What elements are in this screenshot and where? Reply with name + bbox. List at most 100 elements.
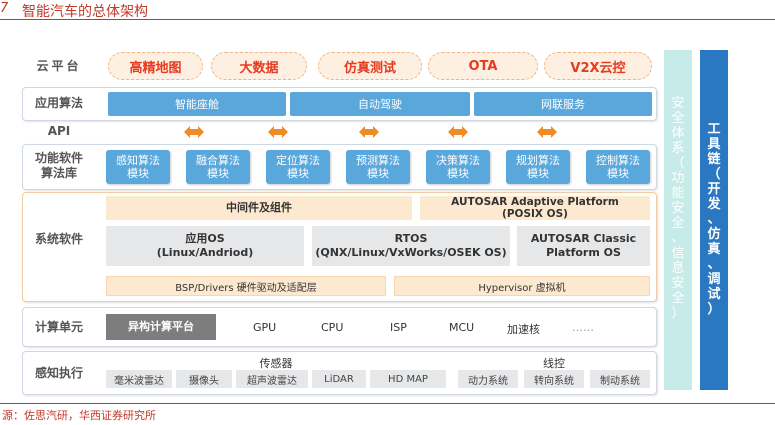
vertical-label-char: （ xyxy=(707,167,721,182)
autosar-adaptive-box: AUTOSAR Adaptive Platform (POSIX OS) xyxy=(420,196,650,220)
vertical-label-char: 安 xyxy=(671,96,685,111)
cloud-item: OTA xyxy=(428,52,538,80)
row-label-cloud: 云平台 xyxy=(36,59,82,73)
app-item: 自动驾驶 xyxy=(290,92,470,116)
row-label-line: 算法库 xyxy=(40,166,77,180)
sensor-item: 毫米波雷达 xyxy=(106,370,172,388)
security-system-bar xyxy=(664,50,692,390)
algorithm-module: 融合算法模块 xyxy=(186,150,250,184)
source-note: 源：佐思汽研，华西证券研究所 xyxy=(2,409,156,422)
actuator-item: 制动系统 xyxy=(590,370,650,388)
algorithm-module: 控制算法模块 xyxy=(586,150,650,184)
module-suffix: 模块 xyxy=(607,167,629,180)
algorithm-module: 规划算法模块 xyxy=(506,150,570,184)
vertical-label-char: 链 xyxy=(707,152,721,167)
vertical-label-char: 能 xyxy=(671,186,685,201)
app-item: 网联服务 xyxy=(474,92,652,116)
row-label-api: API xyxy=(47,124,71,138)
module-suffix: 模块 xyxy=(207,167,229,180)
vertical-label-char: 试 xyxy=(707,287,721,302)
vertical-label-char: 发 xyxy=(707,197,721,212)
sensor-group-title: 传感器 xyxy=(259,357,293,370)
autosar-classic-subtitle: Platform OS xyxy=(546,246,621,259)
actuator-item: 转向系统 xyxy=(524,370,584,388)
toolchain-bar xyxy=(700,50,728,390)
chip-accelerator: 加速核 xyxy=(507,323,540,336)
vertical-label-char: 调 xyxy=(707,272,721,287)
actuator-group-title: 线控 xyxy=(543,357,565,370)
vertical-label-char: 、 xyxy=(671,231,685,246)
vertical-label-char: 、 xyxy=(707,212,721,227)
bidirectional-arrow-icon xyxy=(184,126,204,138)
algorithm-module: 决策算法模块 xyxy=(426,150,490,184)
bidirectional-arrow-icon xyxy=(359,126,379,138)
chip-cpu: CPU xyxy=(321,321,344,334)
vertical-label-char: 全 xyxy=(671,216,685,231)
chip-gpu: GPU xyxy=(253,321,277,334)
sensor-item: HD MAP xyxy=(370,370,446,388)
vertical-label-char: 真 xyxy=(707,242,721,257)
sensor-item: LiDAR xyxy=(312,370,366,388)
rtos-title: RTOS xyxy=(394,232,428,245)
cloud-item: V2X云控 xyxy=(544,52,652,80)
module-suffix: 模块 xyxy=(287,167,309,180)
sensor-item: 摄像头 xyxy=(176,370,232,388)
rtos-box: RTOS (QNX/Linux/VxWorks/OSEK OS) xyxy=(312,226,510,266)
app-os-box: 应用OS (Linux/Andriod) xyxy=(106,226,304,266)
vertical-label-char: 全 xyxy=(671,291,685,306)
row-label-app-algorithms: 应用算法 xyxy=(34,96,83,110)
app-os-title: 应用OS xyxy=(185,232,225,245)
cloud-item: 仿真测试 xyxy=(318,52,422,80)
vertical-label-char: 安 xyxy=(671,201,685,216)
vertical-label-char: 具 xyxy=(707,137,721,152)
security-system-label: 安全体系（功能安全、信息安全） xyxy=(664,96,692,321)
vertical-label-char: 开 xyxy=(707,182,721,197)
app-os-subtitle: (Linux/Andriod) xyxy=(156,246,254,259)
row-label-line: 功能软件 xyxy=(34,151,83,165)
algorithm-module: 感知算法模块 xyxy=(106,150,170,184)
vertical-label-char: 息 xyxy=(671,261,685,276)
vertical-label-char: 信 xyxy=(671,246,685,261)
figure-title: 智能汽车的总体架构 xyxy=(22,4,148,20)
module-suffix: 模块 xyxy=(367,167,389,180)
autosar-classic-box: AUTOSAR Classic Platform OS xyxy=(517,226,650,266)
module-name: 决策算法 xyxy=(436,154,480,167)
chip-more: …… xyxy=(572,321,594,334)
row-label-system-software: 系统软件 xyxy=(34,232,83,246)
app-item: 智能座舱 xyxy=(108,92,286,116)
toolchain-label: 工具链（开发、仿真、调试） xyxy=(700,122,728,317)
algorithm-module: 定位算法模块 xyxy=(266,150,330,184)
module-name: 感知算法 xyxy=(116,154,160,167)
module-suffix: 模块 xyxy=(127,167,149,180)
module-name: 规划算法 xyxy=(516,154,560,167)
chip-mcu: MCU xyxy=(449,321,475,334)
actuator-item: 动力系统 xyxy=(458,370,518,388)
module-name: 定位算法 xyxy=(276,154,320,167)
middleware-box: 中间件及组件 xyxy=(106,196,412,220)
hetero-compute-platform: 异构计算平台 xyxy=(106,314,216,340)
figure-number: 7 xyxy=(0,1,9,16)
autosar-classic-title: AUTOSAR Classic xyxy=(530,232,637,245)
rtos-subtitle: (QNX/Linux/VxWorks/OSEK OS) xyxy=(315,246,507,259)
module-suffix: 模块 xyxy=(447,167,469,180)
bidirectional-arrow-icon xyxy=(448,126,468,138)
bsp-drivers-box: BSP/Drivers 硬件驱动及适配层 xyxy=(106,276,386,296)
row-label-perception: 感知执行 xyxy=(34,366,83,380)
module-name: 预测算法 xyxy=(356,154,400,167)
vertical-label-char: 工 xyxy=(707,122,721,137)
vertical-label-char: 安 xyxy=(671,276,685,291)
autosar-adaptive-subtitle: (POSIX OS) xyxy=(502,208,568,220)
vertical-label-char: 功 xyxy=(671,171,685,186)
bidirectional-arrow-icon xyxy=(268,126,288,138)
chip-isp: ISP xyxy=(390,321,407,334)
vertical-label-char: ） xyxy=(707,302,721,317)
cloud-item: 大数据 xyxy=(211,52,307,80)
vertical-label-char: 体 xyxy=(671,126,685,141)
cloud-item: 高精地图 xyxy=(108,52,203,80)
vertical-label-char: 、 xyxy=(707,257,721,272)
module-suffix: 模块 xyxy=(527,167,549,180)
vertical-label-char: ） xyxy=(671,306,685,321)
algorithm-module: 预测算法模块 xyxy=(346,150,410,184)
vertical-label-char: 系 xyxy=(671,141,685,156)
vertical-label-char: 仿 xyxy=(707,227,721,242)
